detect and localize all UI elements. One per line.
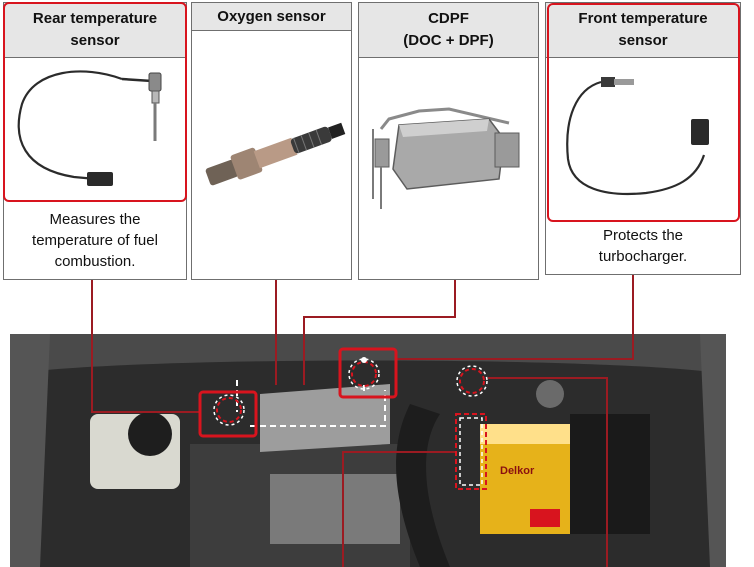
title-line: Front temperature [578,10,708,27]
cdpf-illustration [372,107,520,209]
title-line: CDPF [428,10,469,27]
card-title: CDPF (DOC + DPF) [359,3,538,58]
card-title: Rear temperature sensor [4,3,186,58]
desc-line: turbocharger. [598,248,688,265]
title-line: Oxygen sensor [217,8,326,25]
front-temperature-sensor-illustration [566,77,709,196]
title-line: sensor [70,32,120,49]
rear-sensor-location-box [198,390,258,438]
card-title: Front temperature sensor [546,3,740,58]
desc-line: Protects the [602,227,684,244]
title-line: sensor [618,32,668,49]
desc-line: Measures the [49,211,141,228]
battery-area-marker [455,413,487,490]
title-line: (DOC + DPF) [403,32,494,49]
rear-sensor-highlight [3,2,187,202]
card-front-temperature-sensor: Front temperature sensor Protects the tu… [545,2,741,275]
desc-line: temperature of fuel [32,232,158,249]
rear-sensor-location-marker [216,397,242,423]
rear-temperature-sensor-illustration [17,70,162,186]
card-title: Oxygen sensor [192,3,351,31]
front-sensor-location-box [338,347,398,399]
front-sensor-highlight [547,3,740,222]
oxygen-sensor-location-marker [459,368,485,394]
oxygen-sensor-illustration [205,122,346,186]
card-description: Measures the temperature of fuel combust… [4,209,186,272]
card-rear-temperature-sensor: Rear temperature sensor Measures the tem… [3,2,187,280]
desc-line: combustion. [54,253,136,270]
front-sensor-location-marker [351,361,377,387]
battery-brand-label: Delkor [500,465,535,477]
card-cdpf: CDPF (DOC + DPF) [358,2,539,280]
card-oxygen-sensor: Oxygen sensor [191,2,352,280]
title-line: Rear temperature [32,10,158,27]
card-description: Protects the turbocharger. [546,225,740,267]
engine-bay-photo: Delkor [10,334,726,567]
